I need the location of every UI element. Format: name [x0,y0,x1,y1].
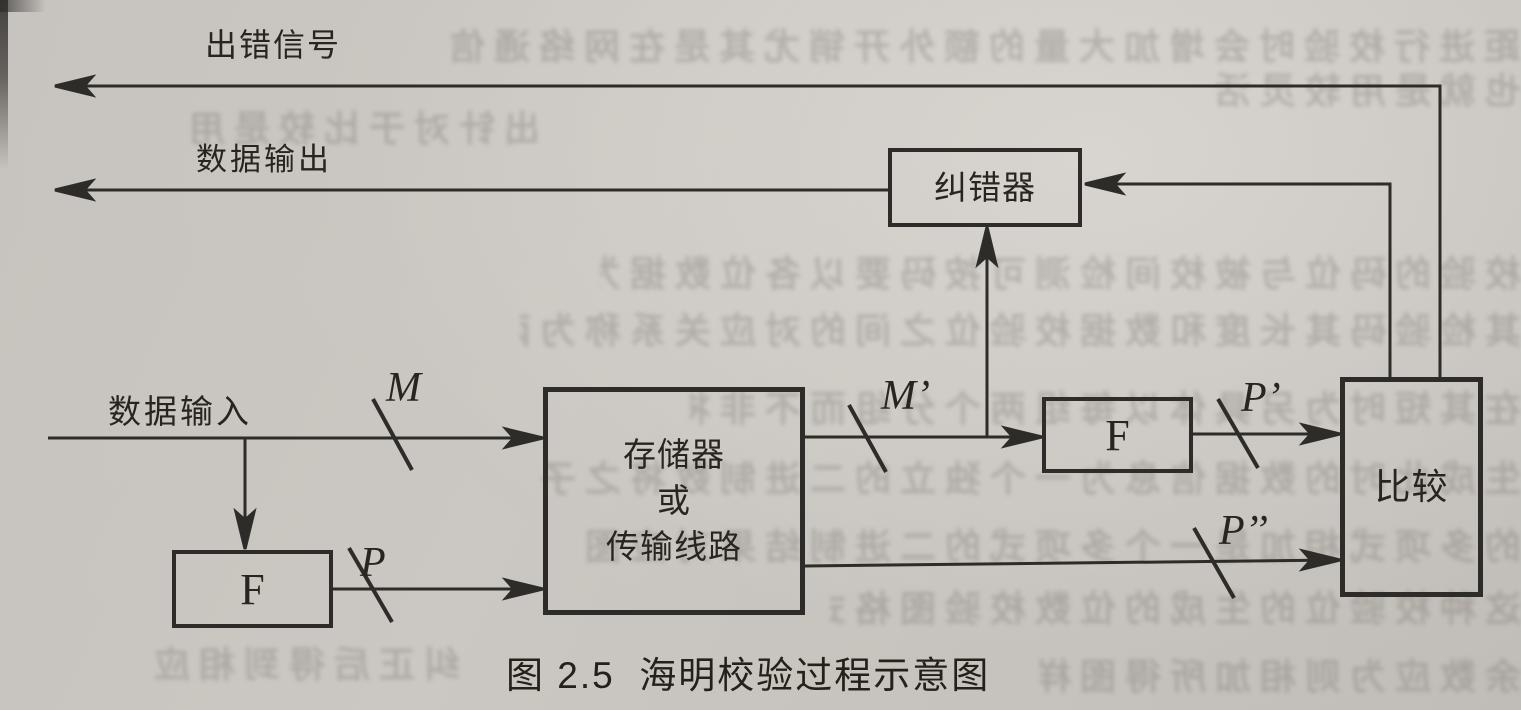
arrowhead-right-icon [1298,548,1341,572]
storage-bottom-output-line [804,548,1341,572]
data-output-line [54,178,888,202]
arrowhead-right-icon [501,426,544,450]
bus-label-m: M [386,365,421,411]
arrowhead-down-icon [233,507,257,550]
corrector-input-line [1084,172,1392,377]
compare-box-label: 比较 [1374,466,1449,507]
storage-box: 存储器 或 传输线路 [543,387,805,615]
bus-slash-m-prime [847,404,888,473]
storage-box-label-line2: 或 [657,482,691,519]
storage-top-output-line [805,425,1043,449]
bus-label-m-prime: M’ [881,373,930,419]
error-signal-line [54,74,1442,377]
bus-label-p-prime: P’ [1241,375,1281,421]
encoder-bottom-box: F [172,550,333,628]
arrowhead-left-icon [1084,172,1127,196]
page-corner-shadow [0,0,46,12]
data-output-label: 数据输出 [196,142,332,177]
arrowhead-up-icon [975,226,999,269]
figure-caption: 图 2.5 海明校验过程示意图 [506,655,991,696]
compare-box: 比较 [1340,377,1483,597]
encoder-top-output-line [1193,422,1341,446]
corrector-box-label: 纠错器 [934,168,1036,206]
data-input-label: 数据输入 [108,393,252,430]
arrowhead-right-icon [1298,422,1341,446]
bus-slash-p-double-prime [1192,527,1236,599]
error-signal-label: 出错信号 [205,27,342,63]
encoder-top-box-label: F [1105,410,1130,460]
encoder-bottom-output-line [333,577,544,601]
arrowhead-left-icon [54,74,97,98]
encoder-bottom-box-label: F [240,564,265,614]
corrector-branch-line [975,226,999,437]
bus-label-p: P [360,540,386,586]
storage-box-label-line1: 存储器 [623,436,725,473]
bus-slash-m [371,398,414,471]
arrowhead-right-icon [1000,425,1043,449]
arrowhead-left-icon [54,178,97,202]
page-edge-shadow [0,0,8,170]
data-input-line [48,426,544,450]
input-branch-line [233,438,257,550]
encoder-top-box: F [1042,397,1193,473]
arrowhead-right-icon [501,577,544,601]
bus-slash-p-prime [1216,397,1260,470]
corrector-box: 纠错器 [888,148,1082,227]
bus-label-p-double-prime: P’’ [1219,508,1268,554]
bus-slash-p [347,546,394,624]
storage-box-label-line3: 传输线路 [606,528,742,565]
